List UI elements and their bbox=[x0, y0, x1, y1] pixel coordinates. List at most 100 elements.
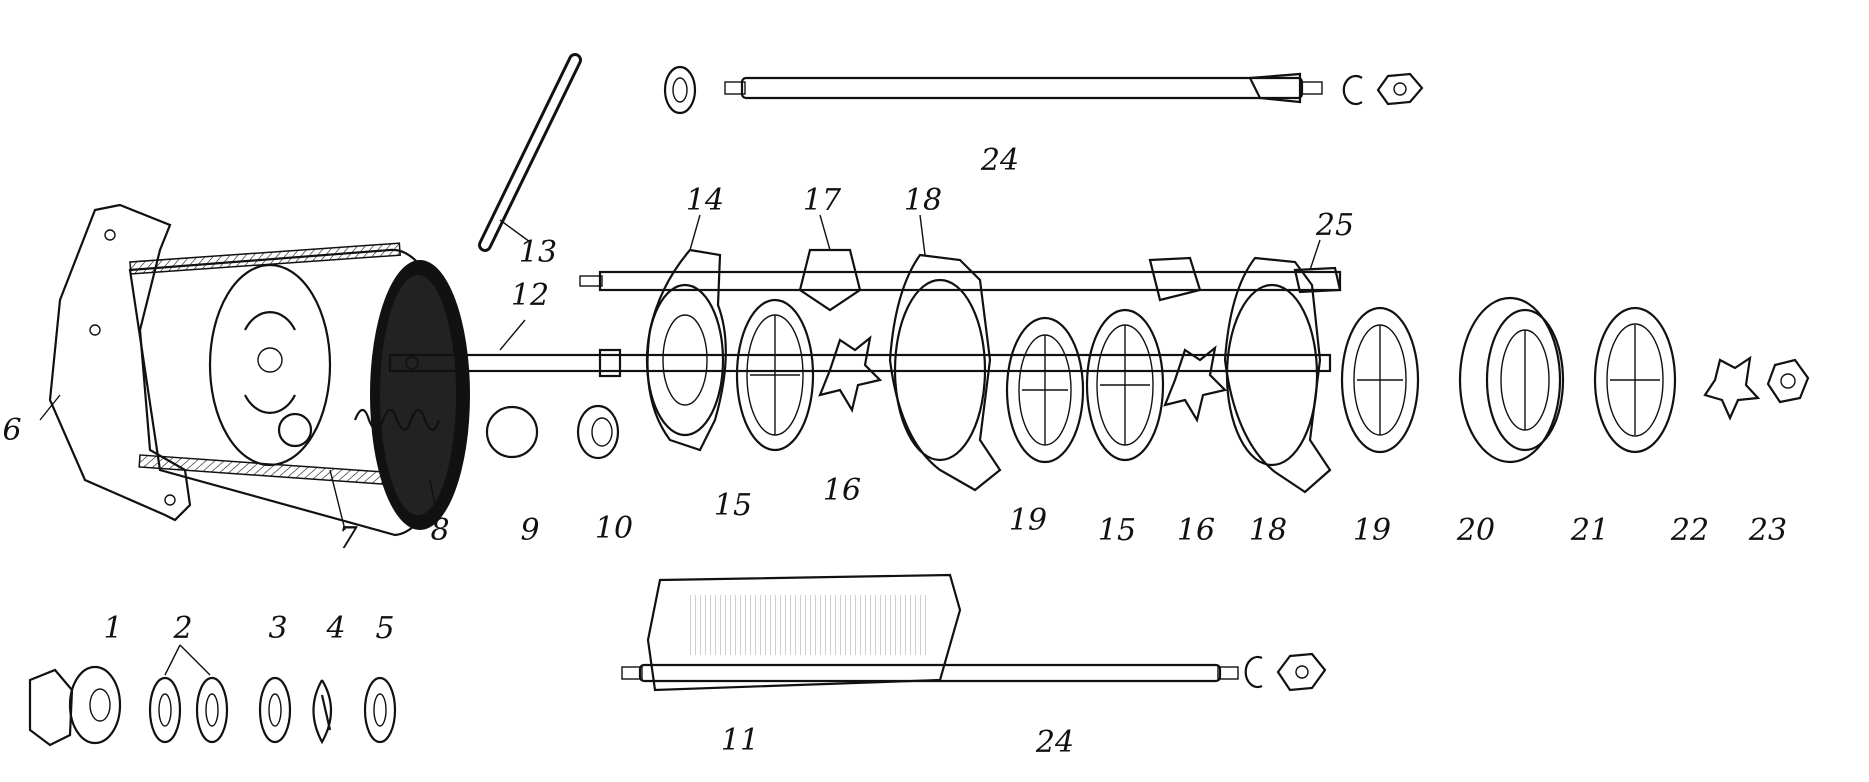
washer-3-body bbox=[258, 676, 292, 744]
callout-1: 1 bbox=[103, 611, 122, 646]
housing-plug-boss bbox=[277, 412, 313, 448]
disc-15-left-rim bbox=[735, 298, 815, 452]
disc-19-right-rim bbox=[1340, 306, 1420, 454]
callout-7: 7 bbox=[338, 521, 358, 556]
callout-15b: 15 bbox=[1098, 513, 1136, 548]
frame-18-right bbox=[1223, 256, 1332, 494]
top-rod-right-thread bbox=[1299, 81, 1323, 95]
spring-washer-4 bbox=[312, 679, 332, 745]
star-16-right-body bbox=[1163, 345, 1228, 423]
shaft-12-body bbox=[388, 353, 1332, 373]
drum-20 bbox=[1458, 296, 1565, 464]
star-22-body bbox=[1703, 355, 1761, 421]
washer-3 bbox=[258, 676, 292, 744]
top-rod-nut-hole bbox=[1393, 82, 1407, 96]
lever-17 bbox=[798, 248, 862, 312]
nut-23 bbox=[1766, 358, 1810, 404]
callout-24b: 24 bbox=[1035, 725, 1074, 760]
callout-23: 23 bbox=[1748, 513, 1787, 548]
top-tie-rod bbox=[740, 76, 1304, 100]
callout-24a: 24 bbox=[980, 143, 1019, 178]
callout-2: 2 bbox=[172, 611, 192, 646]
bottom-tie-rod bbox=[638, 663, 1222, 683]
top-rod-circlip bbox=[1342, 74, 1363, 106]
callout-5: 5 bbox=[375, 611, 394, 646]
ball-9 bbox=[485, 405, 539, 459]
callout-6: 6 bbox=[2, 413, 21, 448]
nut-23-body bbox=[1766, 358, 1810, 404]
disc-19-left bbox=[1005, 316, 1085, 464]
callout-3: 3 bbox=[268, 611, 287, 646]
plate-14-body bbox=[646, 248, 727, 452]
disc-19-right bbox=[1340, 306, 1420, 454]
plug-1-hex bbox=[28, 668, 74, 747]
callout-18b: 18 bbox=[1249, 513, 1287, 548]
callout-25: 25 bbox=[1315, 208, 1354, 243]
lever-25 bbox=[1293, 266, 1342, 294]
housing-band-top bbox=[129, 242, 401, 275]
frame-18-right-body bbox=[1223, 256, 1332, 494]
drum-20-outer bbox=[1458, 296, 1562, 464]
callout-13: 13 bbox=[519, 235, 557, 270]
callout-20: 20 bbox=[1456, 513, 1495, 548]
bush-10 bbox=[576, 404, 620, 460]
star-16-right bbox=[1163, 345, 1228, 423]
star-22 bbox=[1703, 355, 1761, 421]
bottom-cover-assembly bbox=[621, 573, 1327, 692]
washer-5-body bbox=[363, 676, 397, 744]
disc-15-right-rim bbox=[1085, 308, 1165, 462]
callout-labels: 1 2 3 4 5 6 7 8 9 10 11 12 13 14 15 15 1… bbox=[2, 143, 1787, 760]
callout-14: 14 bbox=[686, 183, 724, 218]
bottom-rod-nut bbox=[1276, 652, 1327, 692]
disc-19-left-rim bbox=[1005, 316, 1085, 464]
callout-19b: 19 bbox=[1353, 513, 1391, 548]
disc-21 bbox=[1593, 306, 1677, 454]
callout-22: 22 bbox=[1670, 513, 1709, 548]
housing-face-plate bbox=[208, 263, 332, 467]
callout-18a: 18 bbox=[904, 183, 942, 218]
callout-9: 9 bbox=[520, 513, 539, 548]
washer-2b bbox=[195, 676, 229, 744]
spring-washer-4-body bbox=[312, 679, 332, 745]
bush-10-outer bbox=[576, 404, 620, 460]
top-rod-washer-hole bbox=[672, 77, 688, 103]
plug-1 bbox=[28, 665, 122, 747]
callout-16a: 16 bbox=[823, 473, 861, 508]
disc-15-left bbox=[735, 298, 815, 452]
callout-10: 10 bbox=[595, 511, 633, 546]
housing-band-bottom bbox=[138, 454, 386, 485]
callout-19a: 19 bbox=[1009, 503, 1047, 538]
top-rod-flat-end bbox=[1248, 72, 1302, 104]
frame-18-left bbox=[888, 253, 1002, 492]
callout-16b: 16 bbox=[1177, 513, 1215, 548]
callout-12: 12 bbox=[511, 278, 549, 313]
washer-5 bbox=[363, 676, 397, 744]
star-16-left-body bbox=[818, 335, 883, 413]
star-16-left bbox=[818, 335, 883, 413]
housing-assembly bbox=[48, 203, 470, 537]
plate-14 bbox=[645, 248, 727, 452]
spring-8 bbox=[353, 408, 441, 432]
top-rod-nut bbox=[1376, 72, 1424, 106]
top-rod-washer bbox=[663, 65, 697, 115]
bottom-rod-circlip bbox=[1244, 655, 1263, 689]
upper-rail-bar bbox=[598, 270, 1342, 292]
upper-guide-rail bbox=[579, 248, 1342, 312]
ball-9-body bbox=[485, 405, 539, 459]
disc-21-rim bbox=[1593, 306, 1677, 454]
callout-8: 8 bbox=[430, 513, 449, 548]
callout-15a: 15 bbox=[714, 488, 752, 523]
plug-1-thread bbox=[68, 665, 122, 745]
disc-15-right bbox=[1085, 308, 1165, 462]
washer-2a bbox=[148, 676, 182, 744]
pin-13 bbox=[478, 53, 582, 252]
top-tie-rod-assembly bbox=[663, 65, 1424, 115]
washers-2 bbox=[148, 676, 229, 744]
callout-21: 21 bbox=[1570, 513, 1609, 548]
callout-4: 4 bbox=[325, 611, 345, 646]
callout-17: 17 bbox=[803, 183, 842, 218]
top-rod-left-thread bbox=[724, 81, 746, 95]
callout-11: 11 bbox=[721, 723, 759, 758]
leader-lines bbox=[39, 214, 1321, 676]
